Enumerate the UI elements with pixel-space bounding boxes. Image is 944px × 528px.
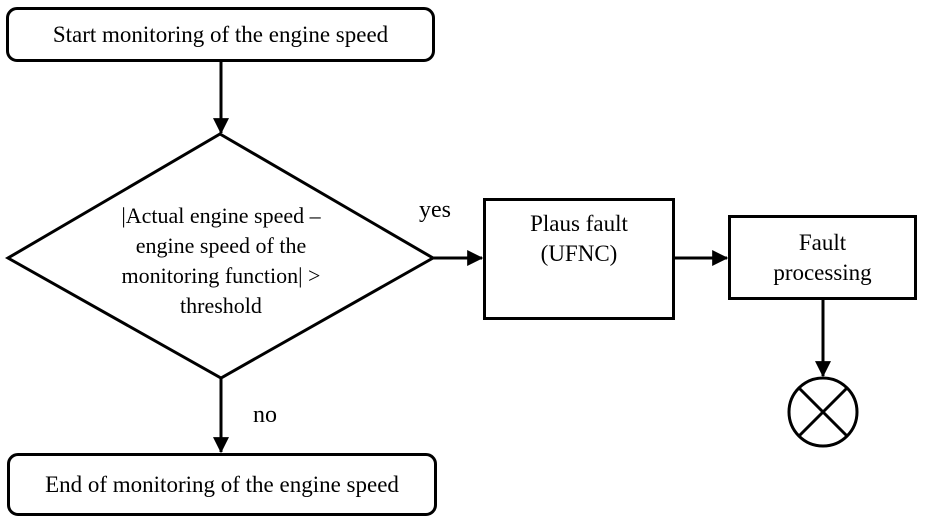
plaus-fault-label-line: Plaus fault [530,211,628,236]
fault-processing-label-line: processing [773,259,872,285]
plaus-fault-label-line: (UFNC) [540,241,618,266]
plaus-fault-node: Plaus fault (UFNC) [483,198,675,320]
crossed-circle-terminator-icon [787,376,859,448]
decision-label-line: monitoring function| > [121,263,321,288]
start-node: Start monitoring of the engine speed [6,7,435,62]
no-edge-label: no [253,402,277,428]
decision-node-label: |Actual engine speed – engine speed of t… [45,201,397,321]
end-node-label: End of monitoring of the engine speed [45,471,399,497]
decision-label-line: threshold [180,293,262,318]
yes-edge-label: yes [419,197,451,223]
fault-processing-node: Fault processing [728,215,917,300]
end-node: End of monitoring of the engine speed [7,453,437,516]
decision-label-line: engine speed of the [135,233,307,258]
decision-label-line: |Actual engine speed – [121,203,321,228]
fault-processing-label-line: Fault [798,229,847,255]
start-node-label: Start monitoring of the engine speed [52,21,389,47]
